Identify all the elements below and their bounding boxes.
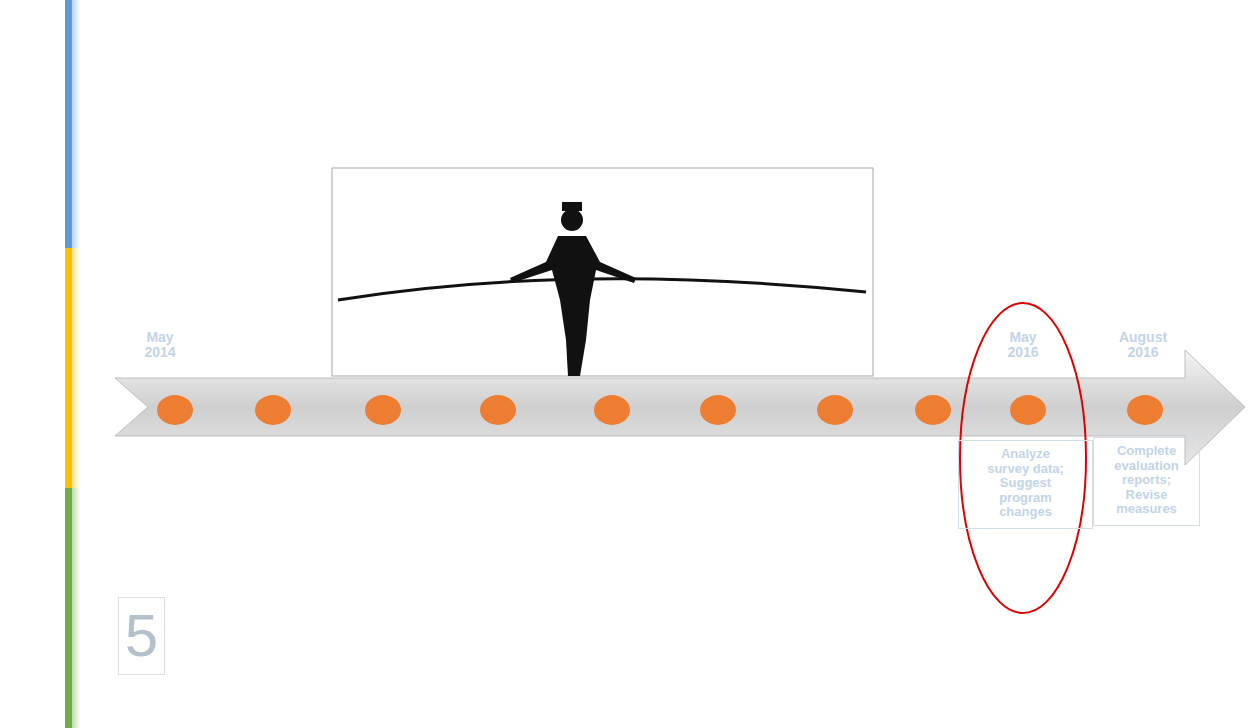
step-box: Complete evaluation reports; Revise meas… xyxy=(1093,437,1200,526)
highlight-ellipse xyxy=(960,303,1086,613)
date-label: May 2014 xyxy=(130,330,190,359)
side-color-bar xyxy=(65,0,80,728)
date-label: May 2016 xyxy=(993,330,1053,359)
step-text: Analyze survey data; Suggest program cha… xyxy=(985,447,1067,520)
timeline-dots xyxy=(157,395,1163,425)
step-text: Complete evaluation reports; Revise meas… xyxy=(1101,444,1193,517)
timeline-arrow xyxy=(115,350,1245,465)
step-box: Analyze survey data; Suggest program cha… xyxy=(958,440,1093,529)
slide-number: 5 xyxy=(118,597,165,675)
date-label: August 2016 xyxy=(1108,330,1178,359)
picture-frame xyxy=(332,168,873,376)
